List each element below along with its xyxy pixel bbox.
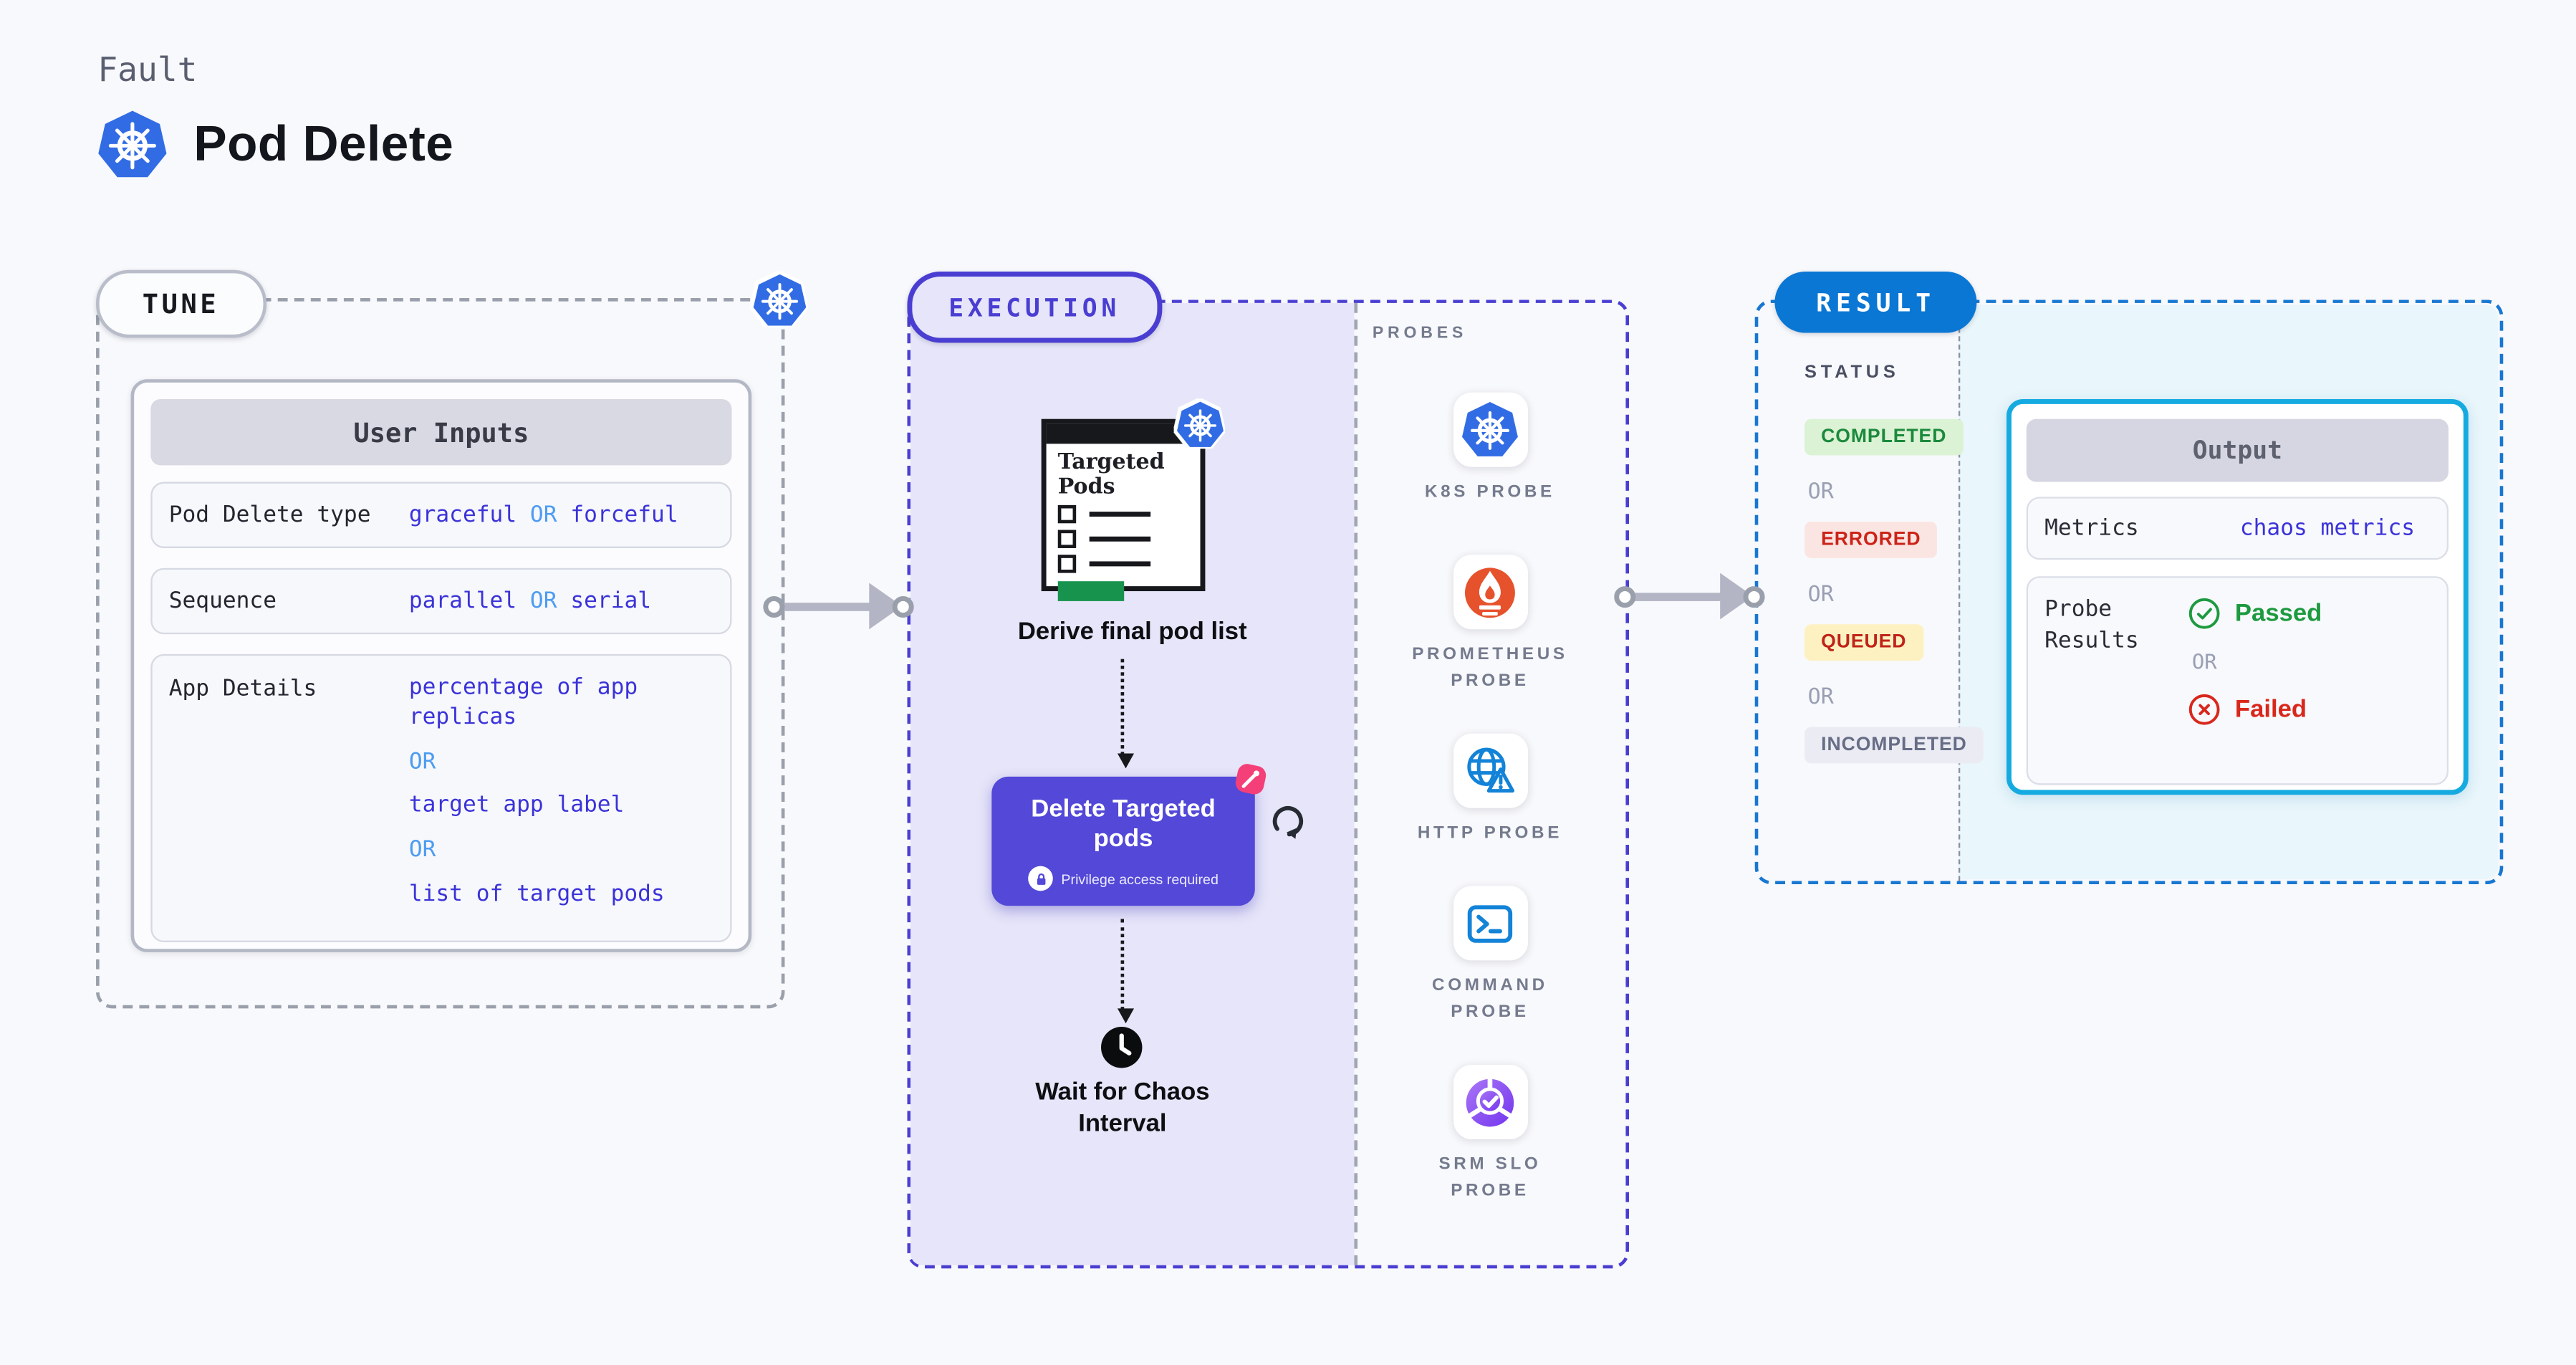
progress-bar: [1057, 581, 1125, 602]
user-inputs-title: User Inputs: [150, 398, 732, 466]
kubernetes-icon: [1176, 401, 1225, 450]
execution-section: EXECUTION Targeted Pods Derive final pod…: [907, 272, 1630, 1269]
metrics-row: Metrics chaos metrics: [2026, 497, 2449, 560]
targeted-pods-card: Targeted Pods: [1041, 419, 1206, 602]
result-divider: [1958, 302, 1961, 881]
fault-eyebrow: Fault: [97, 49, 198, 90]
chaos-icon: [1231, 760, 1269, 798]
clock-icon: [1100, 1025, 1144, 1070]
probe-label: K8S PROBE: [1425, 482, 1555, 502]
checklist-item: [1057, 555, 1201, 573]
input-row-pod-delete-type: Pod Delete type graceful OR forceful: [150, 482, 732, 548]
k8s-probe-icon: [1452, 392, 1527, 467]
terminal-icon: [1452, 886, 1527, 961]
tune-to-execution-arrow: [763, 581, 914, 631]
status-badge-queued: QUEUED: [1804, 624, 1923, 661]
probe-label: PROMETHEUS PROBE: [1412, 643, 1568, 691]
input-value: parallel OR serial: [408, 588, 652, 615]
probes-column: PROBES K8S PROBE PROMETHEUS PROBE HTTP P…: [1354, 303, 1625, 1265]
checklist-item: [1057, 530, 1201, 549]
probe-label: SRM SLO PROBE: [1438, 1154, 1542, 1202]
targeted-pods-title: Targeted Pods: [1057, 450, 1165, 499]
user-inputs-card: User Inputs Pod Delete type graceful OR …: [130, 379, 752, 952]
probes-divider: [1354, 302, 1358, 1265]
delete-targeted-pods-node[interactable]: Delete Targeted pods Privilege access re…: [991, 777, 1254, 906]
page-title: Pod Delete: [96, 110, 453, 183]
lock-icon: [1028, 866, 1053, 891]
result-section: RESULT STATUS COMPLETED OR ERRORED OR QU…: [1754, 272, 2504, 885]
x-circle-icon: [2187, 692, 2222, 727]
metrics-value: chaos metrics: [2239, 514, 2416, 542]
passed-result: Passed: [2187, 596, 2322, 631]
status-badge-errored: ERRORED: [1804, 521, 1938, 558]
flow-connector-down: [1116, 658, 1133, 769]
globe-warning-icon: [1452, 733, 1527, 808]
input-row-sequence: Sequence parallel OR serial: [150, 567, 732, 635]
probe-results-row: Probe Results Passed OR Failed: [2026, 576, 2449, 785]
checklist-item: [1057, 505, 1201, 524]
status-badge-completed: COMPLETED: [1804, 418, 1964, 456]
refresh-icon: [1267, 800, 1309, 843]
wait-chaos-interval-label: Wait for Chaos Interval: [1035, 1078, 1210, 1138]
or-separator: OR: [1807, 685, 1834, 711]
output-card: Output Metrics chaos metrics Probe Resul…: [2006, 398, 2469, 795]
probe-results-label: Probe Results: [2044, 595, 2139, 654]
probe-label: HTTP PROBE: [1417, 823, 1563, 843]
or-separator: OR: [2191, 648, 2217, 674]
tune-pill: TUNE: [96, 269, 266, 338]
probe-item-k8s: K8S PROBE: [1410, 392, 1570, 506]
derive-pod-list-label: Derive final pod list: [1017, 618, 1247, 646]
input-label: App Details: [168, 675, 317, 702]
output-title: Output: [2026, 418, 2449, 482]
input-label: Pod Delete type: [168, 502, 371, 529]
failed-result: Failed: [2187, 692, 2322, 727]
checkbox-icon: [1057, 555, 1077, 573]
checkbox-icon: [1057, 530, 1077, 549]
card-titlebar: [1046, 423, 1201, 444]
flow-connector-down: [1116, 919, 1133, 1024]
tune-section: TUNE User Inputs Pod Delete type gracefu…: [96, 269, 784, 1009]
prometheus-probe-icon: [1452, 555, 1527, 630]
kubernetes-icon: [96, 110, 169, 183]
check-circle-icon: [2187, 596, 2222, 631]
probe-item-http: HTTP PROBE: [1410, 733, 1570, 847]
input-row-app-details: App Details percentage of app replicas O…: [150, 653, 732, 942]
slo-check-icon: [1452, 1065, 1527, 1140]
result-pill: RESULT: [1774, 272, 1977, 333]
input-label: Sequence: [168, 588, 277, 615]
execution-to-result-arrow: [1614, 571, 1765, 621]
input-value: percentage of app replicas OR target app…: [408, 674, 665, 908]
or-separator: OR: [1807, 583, 1834, 608]
kubernetes-icon: [751, 273, 808, 330]
checkbox-icon: [1057, 505, 1077, 524]
probe-results-values: Passed OR Failed: [2187, 596, 2322, 727]
execution-pill: EXECUTION: [907, 272, 1162, 343]
fault-title: Pod Delete: [193, 118, 454, 173]
probes-heading: PROBES: [1372, 324, 1468, 343]
input-value: graceful OR forceful: [408, 502, 678, 529]
privilege-note: Privilege access required: [991, 866, 1254, 891]
probe-item-prometheus: PROMETHEUS PROBE: [1410, 555, 1570, 694]
metrics-label: Metrics: [2044, 514, 2139, 542]
delete-node-title: Delete Targeted pods: [1031, 795, 1216, 853]
or-separator: OR: [1807, 480, 1834, 505]
probe-item-command: COMMAND PROBE: [1410, 886, 1570, 1025]
probe-label: COMMAND PROBE: [1432, 975, 1548, 1022]
status-heading: STATUS: [1804, 363, 1900, 383]
status-badge-incompleted: INCOMPLETED: [1804, 727, 1984, 764]
probe-item-srm-slo: SRM SLO PROBE: [1410, 1065, 1570, 1204]
